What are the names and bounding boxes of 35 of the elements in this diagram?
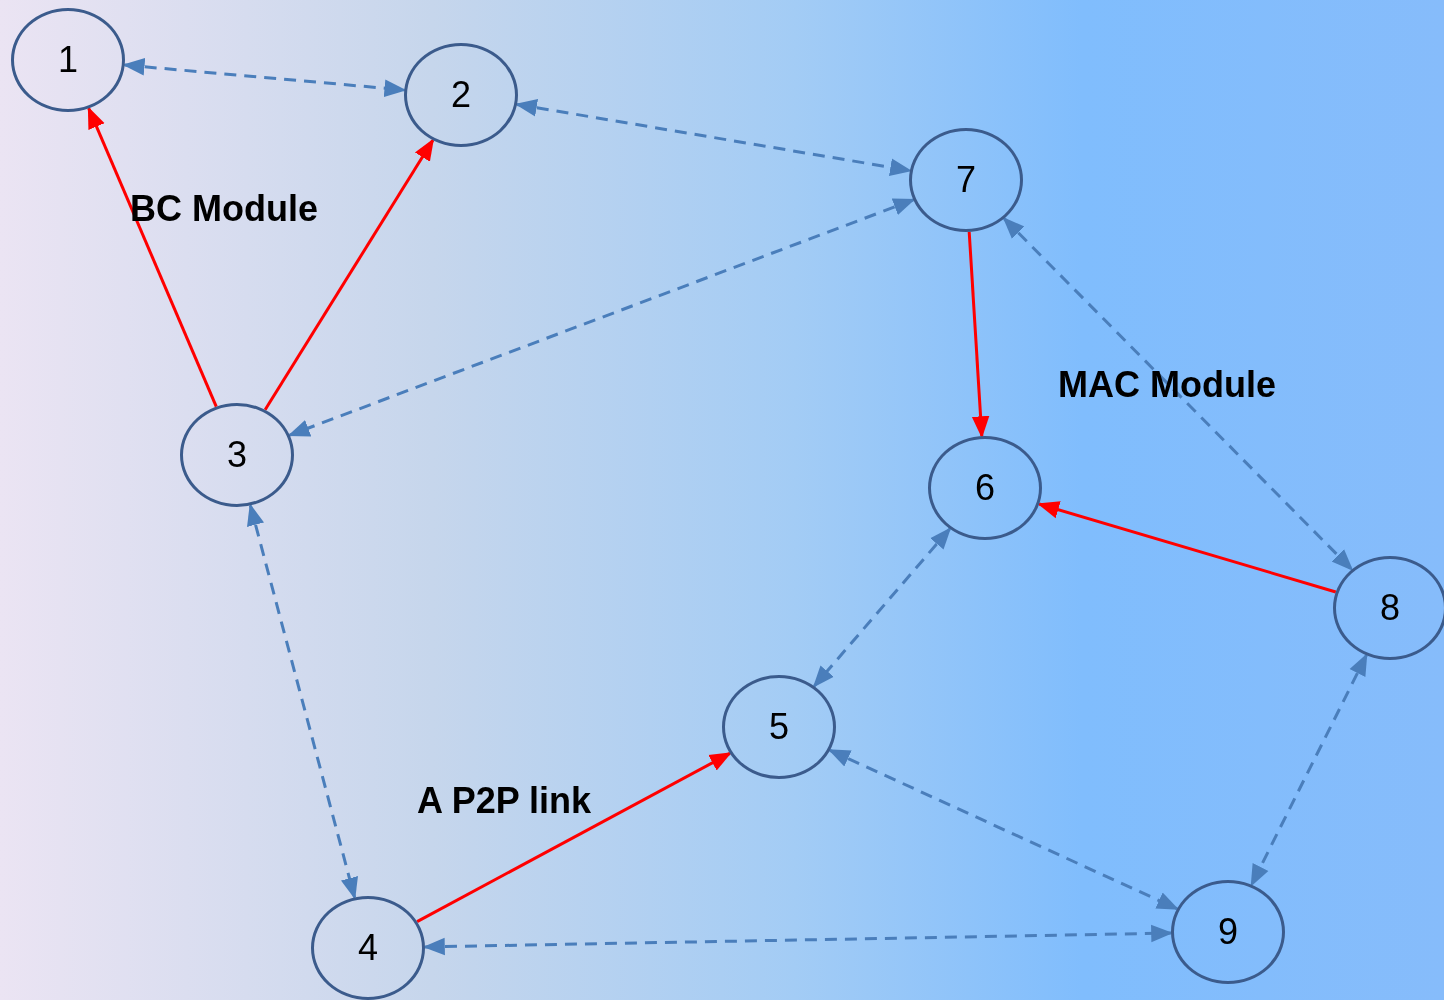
arrow <box>1002 217 1354 571</box>
circle-node <box>311 896 425 1000</box>
circle-node <box>722 675 836 779</box>
circle-node <box>1171 880 1285 984</box>
circle-node <box>909 128 1023 232</box>
arrow <box>812 527 952 688</box>
node-number: 7 <box>956 159 976 201</box>
circle-node <box>11 8 125 112</box>
module-label: MAC Module <box>1058 364 1276 406</box>
arrow <box>87 106 218 408</box>
node-number: 8 <box>1380 587 1400 629</box>
arrow <box>967 231 990 439</box>
arrow <box>514 99 913 176</box>
circle-node <box>404 43 518 147</box>
node-number: 2 <box>451 74 471 116</box>
arrow <box>263 138 435 411</box>
circle-node <box>180 403 294 507</box>
arrow <box>827 748 1180 911</box>
circle-node <box>1333 556 1444 660</box>
module-label: A P2P link <box>417 780 592 822</box>
node-number: 9 <box>1218 911 1238 953</box>
node-number: 3 <box>227 434 247 476</box>
module-label: BC Module <box>130 188 318 230</box>
node-number: 6 <box>975 467 995 509</box>
circle-node <box>928 436 1042 540</box>
arrow <box>287 198 916 437</box>
node-number: 4 <box>358 927 378 969</box>
node-number: 1 <box>58 39 78 81</box>
arrow <box>247 503 358 900</box>
arrow <box>122 58 407 97</box>
arrow <box>1037 501 1337 594</box>
node-number: 5 <box>769 706 789 748</box>
arrow <box>422 924 1174 956</box>
arrow <box>1250 653 1368 887</box>
arrow <box>416 752 732 923</box>
